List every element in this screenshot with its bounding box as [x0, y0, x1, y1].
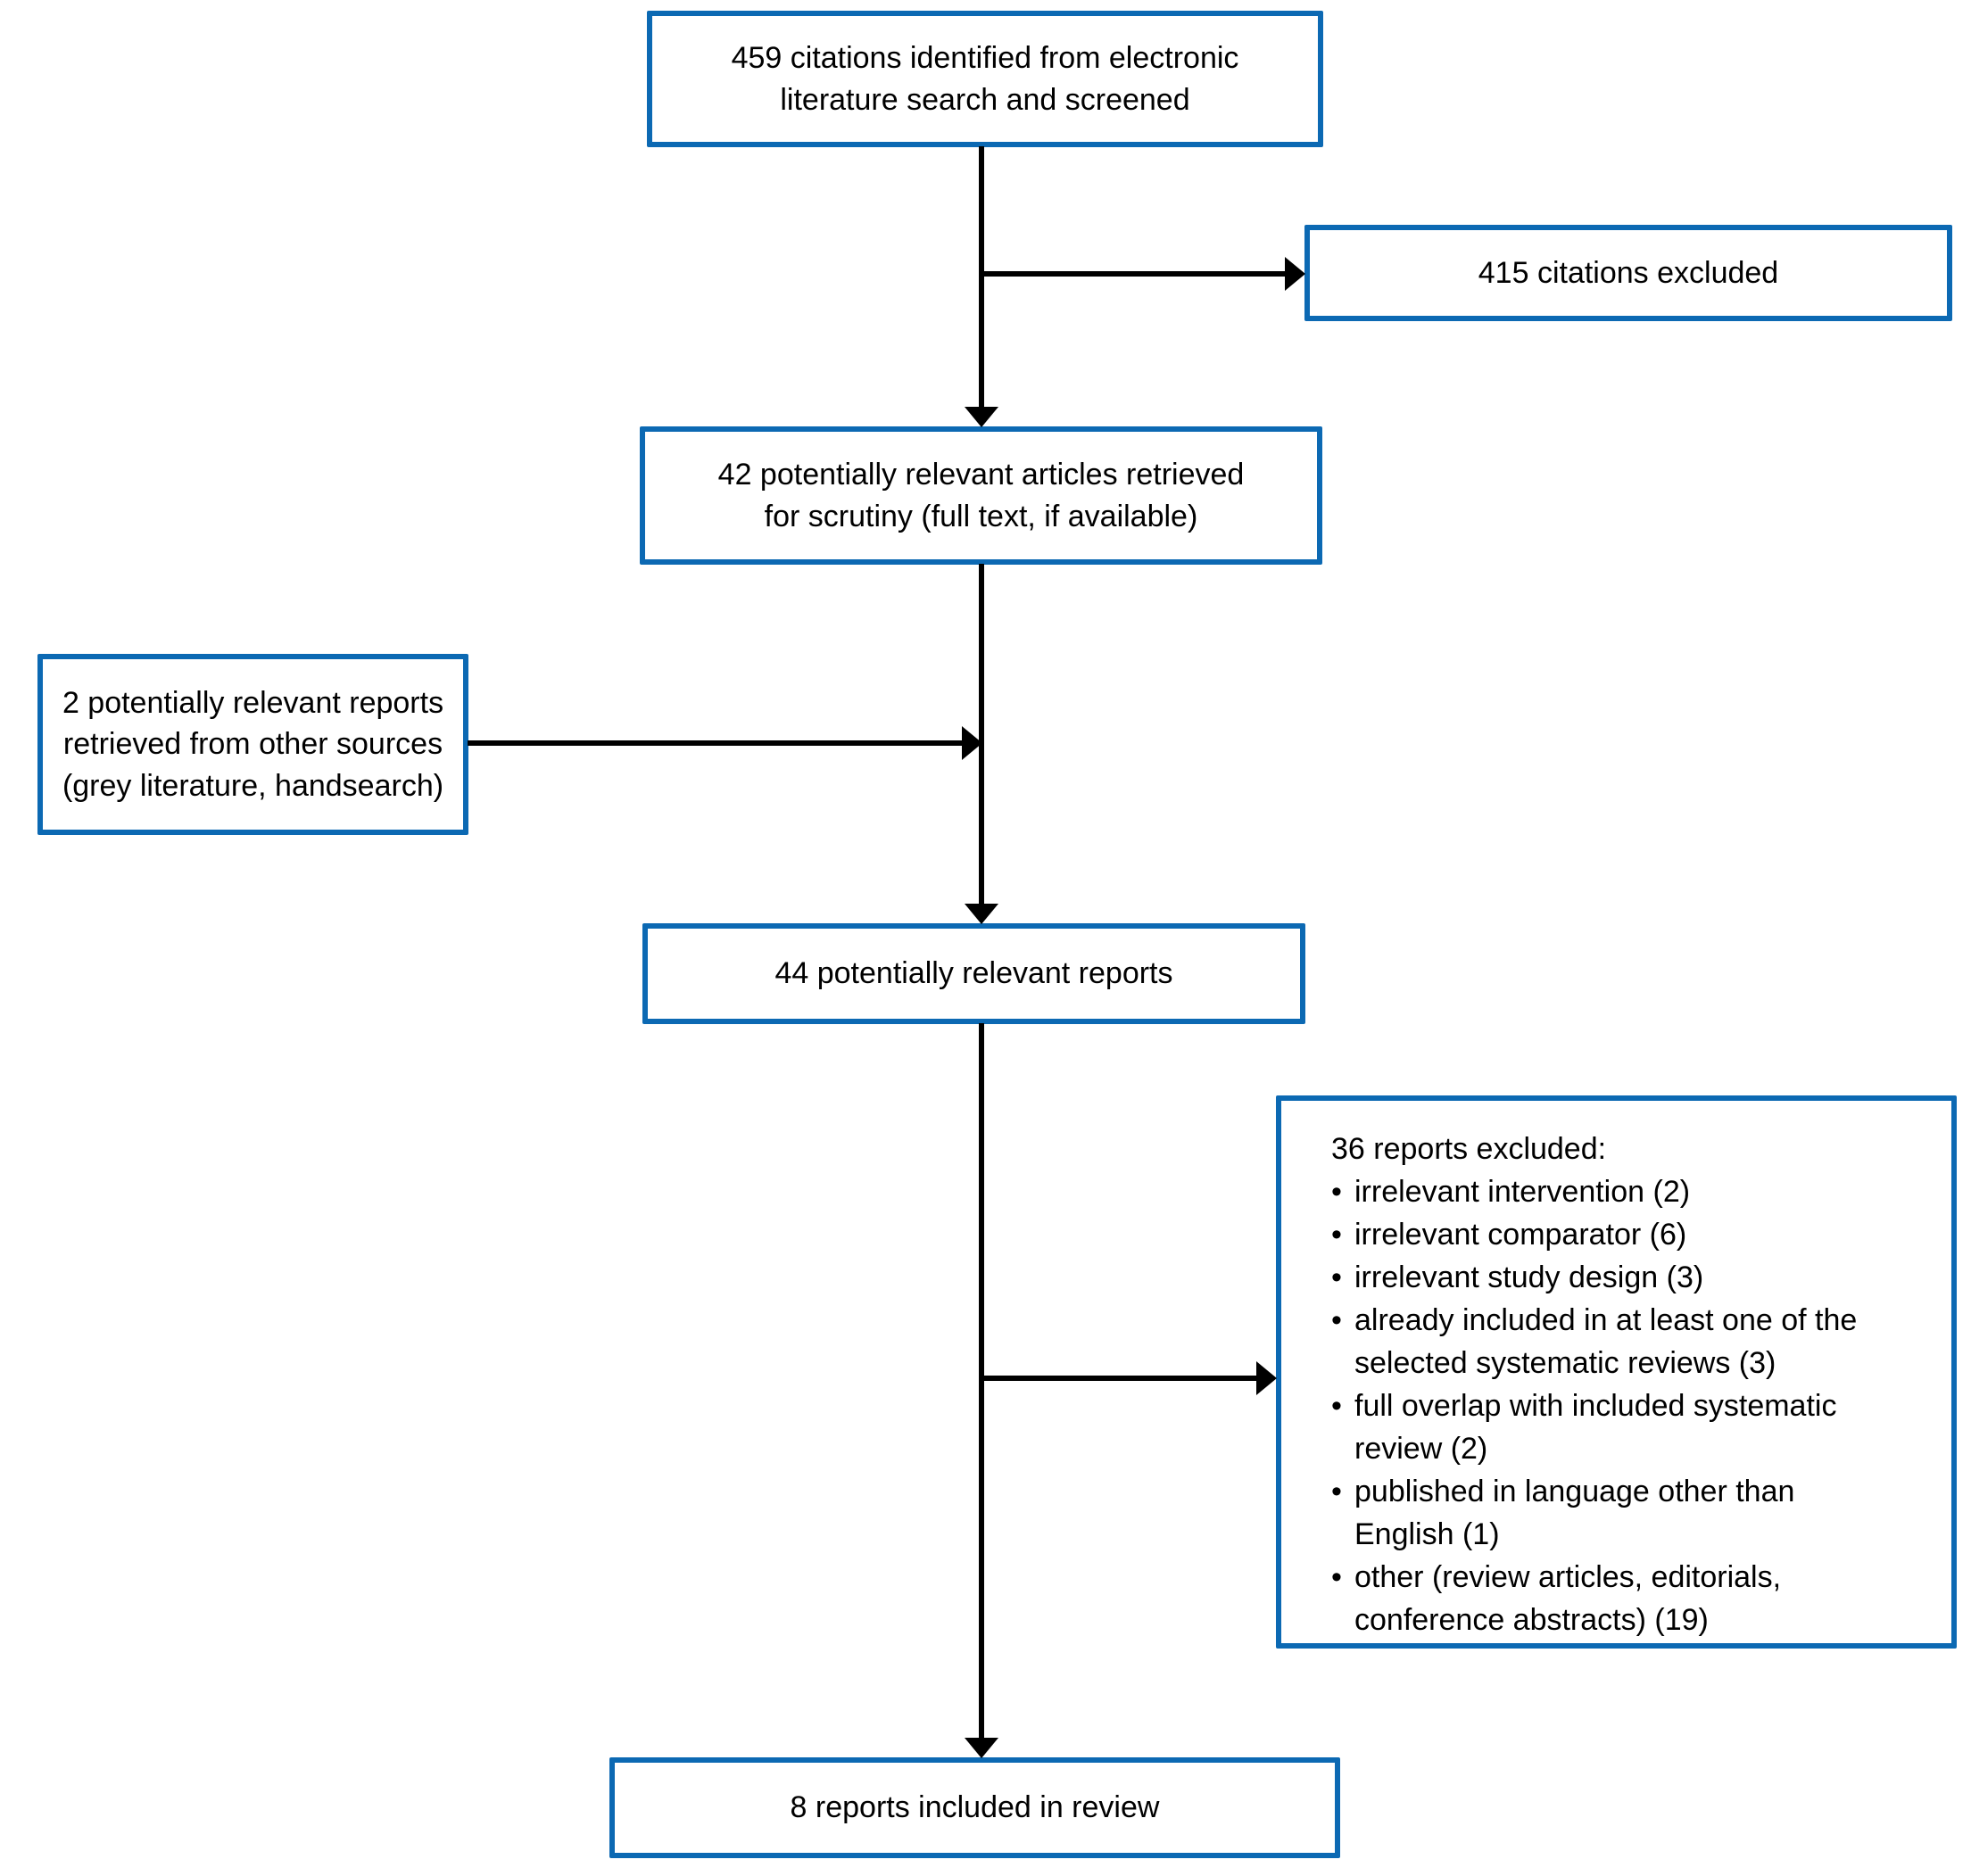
exclusion-reason-item: • already included in at least one of th…: [1331, 1299, 1928, 1384]
exclusion-reason-item: • irrelevant intervention (2): [1331, 1170, 1928, 1213]
box-citations-identified: 459 citations identified from electronic…: [647, 11, 1323, 147]
connector-relevant-to-included: [979, 1023, 984, 1740]
exclusion-reason-text: published in language other than English…: [1354, 1475, 1795, 1551]
exclusion-reason-text: irrelevant study design (3): [1354, 1260, 1704, 1294]
exclusion-reason-text: other (review articles, editorials, conf…: [1354, 1560, 1782, 1637]
exclusion-reason-item: • other (review articles, editorials, co…: [1331, 1556, 1928, 1641]
exclusion-reason-text: full overlap with included systematic re…: [1354, 1389, 1837, 1466]
arrowhead-down-retrieved: [965, 407, 998, 427]
exclusion-reason-item: • full overlap with included systematic …: [1331, 1384, 1928, 1470]
box-citations-excluded: 415 citations excluded: [1304, 225, 1952, 321]
exclusion-reason-item: • irrelevant comparator (6): [1331, 1213, 1928, 1256]
connector-branch-reports-excluded: [981, 1376, 1258, 1381]
exclusion-reason-text: already included in at least one of the …: [1354, 1303, 1858, 1380]
connector-branch-citations-excluded: [981, 271, 1287, 277]
arrowhead-down-included: [965, 1738, 998, 1758]
exclusion-reason-text: irrelevant intervention (2): [1354, 1175, 1691, 1209]
exclusion-reason-text: irrelevant comparator (6): [1354, 1218, 1687, 1252]
box-other-sources: 2 potentially relevant reports retrieved…: [37, 654, 468, 835]
reports-excluded-title: 36 reports excluded:: [1331, 1132, 1607, 1166]
connector-other-sources-merge: [468, 740, 964, 746]
exclusion-reason-item: • irrelevant study design (3): [1331, 1256, 1928, 1299]
bullet-icon: •: [1331, 1260, 1342, 1294]
box-relevant-reports: 44 potentially relevant reports: [642, 923, 1305, 1024]
exclusion-reason-item: • published in language other than Engli…: [1331, 1470, 1928, 1556]
arrowhead-down-relevant: [965, 904, 998, 924]
bullet-icon: •: [1331, 1303, 1342, 1337]
bullet-icon: •: [1331, 1175, 1342, 1209]
bullet-icon: •: [1331, 1560, 1342, 1594]
box-reports-included: 8 reports included in review: [609, 1757, 1340, 1858]
box-articles-retrieved: 42 potentially relevant articles retriev…: [640, 426, 1322, 565]
connector-identified-to-retrieved: [979, 146, 984, 409]
arrowhead-right-citations-excluded: [1285, 257, 1305, 291]
reports-excluded-list: • irrelevant intervention (2) • irreleva…: [1331, 1170, 1928, 1641]
bullet-icon: •: [1331, 1218, 1342, 1252]
bullet-icon: •: [1331, 1475, 1342, 1508]
arrowhead-right-reports-excluded: [1256, 1361, 1277, 1395]
bullet-icon: •: [1331, 1389, 1342, 1423]
box-reports-excluded: 36 reports excluded: • irrelevant interv…: [1276, 1095, 1957, 1649]
arrowhead-right-merge: [962, 726, 982, 760]
